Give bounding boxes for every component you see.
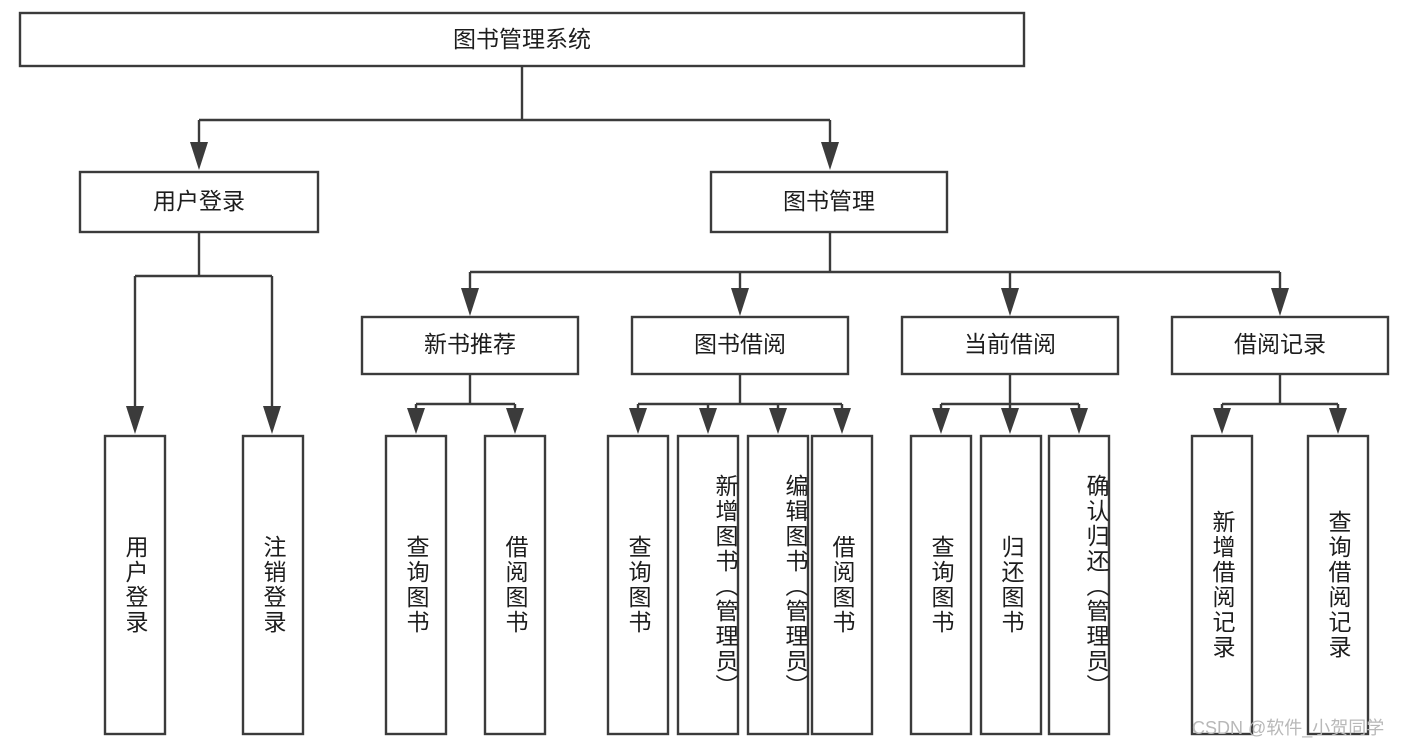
- arrowhead-leaf-edit-book: [769, 408, 787, 434]
- arrowhead-leaf-add-book: [699, 408, 717, 434]
- leaf-boxes-book-borrow: [606, 434, 874, 736]
- node-label-current-borrow: 当前借阅: [964, 331, 1056, 357]
- node-box-user-login[interactable]: [78, 170, 320, 234]
- arrowhead-new-book-recommend: [461, 288, 479, 316]
- leaf-box-query-book-2[interactable]: [606, 434, 670, 736]
- arrowhead-leaf-user-login: [126, 406, 144, 434]
- node-book-borrow[interactable]: 图书借阅: [630, 315, 850, 376]
- arrowhead-leaf-return-book: [1001, 408, 1019, 434]
- node-borrow-record[interactable]: 借阅记录: [1170, 315, 1390, 376]
- arrowhead-leaf-query-book-1: [407, 408, 425, 434]
- leaf-box-query-book-1[interactable]: [384, 434, 448, 736]
- node-current-borrow[interactable]: 当前借阅: [900, 315, 1120, 376]
- node-root-system[interactable]: 图书管理系统: [18, 11, 1026, 68]
- leaf-box-logout[interactable]: [241, 434, 305, 736]
- arrowhead-leaf-borrow-book-2: [833, 408, 851, 434]
- connector-group-borrow-record: [1213, 374, 1347, 434]
- connector-group-current-borrow: [932, 374, 1088, 434]
- node-box-borrow-record[interactable]: [1170, 315, 1390, 376]
- arrowhead-leaf-add-record: [1213, 408, 1231, 434]
- leaf-box-borrow-book-1[interactable]: [483, 434, 547, 736]
- leaf-box-query-book-3[interactable]: [909, 434, 973, 736]
- node-box-root[interactable]: [18, 11, 1026, 68]
- leaf-box-edit-book[interactable]: [746, 434, 810, 736]
- node-user-login[interactable]: 用户登录: [78, 170, 320, 234]
- connector-group-user-login: [126, 232, 281, 434]
- leaf-boxes-user-login: [103, 434, 305, 736]
- leaf-box-add-book[interactable]: [676, 434, 740, 736]
- node-box-current-borrow[interactable]: [900, 315, 1120, 376]
- node-label-user-login: 用户登录: [153, 188, 245, 214]
- arrowhead-book-mgmt: [821, 142, 839, 170]
- arrowhead-book-borrow: [731, 288, 749, 316]
- leaf-box-user-login[interactable]: [103, 434, 167, 736]
- node-label-root: 图书管理系统: [453, 26, 591, 52]
- leaf-boxes-new-book-recommend: [384, 434, 547, 736]
- arrowhead-leaf-borrow-book-1: [506, 408, 524, 434]
- node-box-book-management[interactable]: [709, 170, 949, 234]
- leaf-boxes-borrow-record: [1190, 434, 1370, 736]
- node-box-book-borrow[interactable]: [630, 315, 850, 376]
- arrowhead-leaf-logout: [263, 406, 281, 434]
- leaf-box-borrow-book-2[interactable]: [810, 434, 874, 736]
- leaf-box-add-record[interactable]: [1190, 434, 1254, 736]
- node-label-book-management: 图书管理: [783, 188, 875, 214]
- arrowhead-user-login: [190, 142, 208, 170]
- csdn-watermark: CSDN @软件_小贺同学: [1192, 718, 1385, 738]
- leaf-boxes-current-borrow: [909, 434, 1111, 736]
- arrowhead-leaf-query-book-2: [629, 408, 647, 434]
- node-box-new-book-recommend[interactable]: [360, 315, 580, 376]
- node-label-new-book-recommend: 新书推荐: [424, 331, 516, 357]
- arrowhead-current-borrow: [1001, 288, 1019, 316]
- connector-group-new-book-recommend: [407, 374, 524, 434]
- leaf-box-query-record[interactable]: [1306, 434, 1370, 736]
- arrowhead-borrow-record: [1271, 288, 1289, 316]
- leaf-box-confirm-return[interactable]: [1047, 434, 1111, 736]
- leaf-box-return-book[interactable]: [979, 434, 1043, 736]
- arrowhead-leaf-query-book-3: [932, 408, 950, 434]
- connector-group-book-borrow: [629, 374, 851, 434]
- arrowhead-leaf-confirm-return: [1070, 408, 1088, 434]
- node-label-book-borrow: 图书借阅: [694, 331, 786, 357]
- node-new-book-recommend[interactable]: 新书推荐: [360, 315, 580, 376]
- connector-group-root: [190, 66, 839, 170]
- node-label-borrow-record: 借阅记录: [1234, 331, 1326, 357]
- arrowhead-leaf-query-record: [1329, 408, 1347, 434]
- node-book-management[interactable]: 图书管理: [709, 170, 949, 234]
- connector-group-book-mgmt: [461, 232, 1289, 316]
